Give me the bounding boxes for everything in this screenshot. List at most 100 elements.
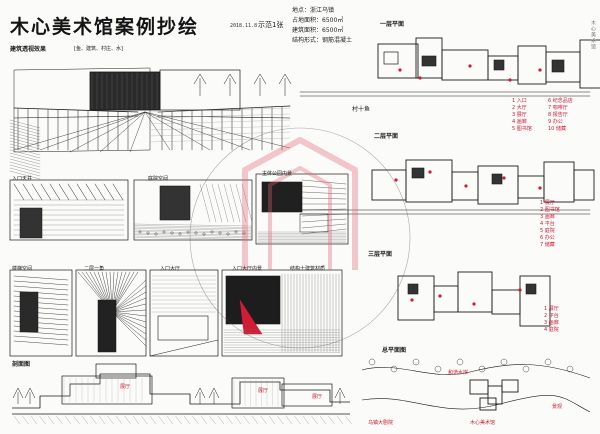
tree-line: [229, 183, 241, 223]
site-note: 乌镇大剧院: [368, 420, 394, 426]
legend-item: 8 报告厅: [548, 112, 568, 118]
water-line: [149, 131, 291, 137]
ground-hatch: [166, 415, 174, 425]
site-buildings: [479, 397, 497, 411]
perspective-line: [144, 111, 171, 151]
info-line: 结构形式：钢筋混凝土: [292, 37, 353, 44]
ground-hatch: [183, 415, 191, 425]
corridor-note: 村十鱼: [352, 106, 371, 113]
floor3-plan: [491, 289, 521, 315]
floor1-plan: [377, 43, 419, 79]
pebble: [146, 231, 150, 235]
pebble: [154, 232, 158, 236]
truss: [58, 183, 70, 201]
floor2-legend: 1 展厅 2 图书馆 3 画廊 4 平台 5 庭院 6 办公 7 储藏: [540, 200, 560, 249]
floor2-plan: [477, 165, 519, 205]
tree: [334, 387, 346, 404]
sketch-date: 2018.11.8: [230, 23, 258, 29]
circle-overlay: [189, 127, 411, 349]
ground: [133, 237, 253, 240]
section-volume: [281, 383, 333, 407]
floor3-plan: [519, 275, 551, 327]
vignette-label: 主体公园内景: [262, 171, 293, 177]
tree-line: [205, 183, 217, 223]
ground-hatch: [9, 158, 41, 168]
truss: [94, 183, 106, 201]
perspective-line: [144, 111, 251, 151]
site-note: 景观: [552, 404, 563, 410]
ground-hatch: [39, 415, 46, 425]
ground: [133, 223, 253, 227]
pebble: [170, 231, 174, 235]
water-line: [149, 137, 291, 143]
ground-hatch: [56, 415, 63, 425]
ground-hatch: [9, 164, 41, 174]
ground-hatch: [319, 415, 327, 425]
pebble: [138, 230, 142, 234]
radial-line: [111, 303, 147, 313]
site-note: 和谐水岸: [448, 370, 469, 376]
column-dark: [97, 299, 117, 353]
stair-line: [301, 179, 347, 185]
truss: [85, 183, 97, 201]
stair-line: [301, 197, 347, 200]
ground-hatch: [9, 125, 41, 135]
tree: [223, 73, 237, 96]
floor1-heading: 一层平面: [380, 21, 405, 28]
pebble: [194, 231, 198, 235]
floor1-plan: [579, 39, 600, 89]
floor3-plan: [433, 285, 459, 313]
legend-item: 10 储藏: [548, 126, 566, 132]
legend-item: 1 展厅: [544, 306, 559, 312]
legend-item: 3 画廊: [544, 320, 559, 326]
legend-item: 7 咖啡厅: [548, 105, 568, 111]
floor2-heading: 二层平面: [374, 133, 399, 140]
ground-hatch: [9, 170, 41, 180]
water-line: [149, 107, 291, 113]
ground-hatch: [47, 415, 55, 425]
stair-line: [301, 228, 347, 235]
floor2-plan: [573, 169, 595, 201]
tree: [208, 387, 220, 404]
ground-hatch: [64, 415, 72, 425]
floor1-plan: [493, 59, 505, 71]
info-line: 占地面积：6500㎡: [292, 17, 344, 24]
radial-line: [111, 311, 147, 341]
tree-line: [223, 183, 235, 223]
ground-hatch: [149, 415, 157, 425]
radial-line: [111, 291, 147, 313]
stair-tread: [13, 280, 69, 286]
site-tree: [434, 365, 442, 373]
ground: [133, 232, 253, 236]
truss: [40, 183, 52, 201]
site-tree: [544, 358, 552, 366]
author-note: 示范1张: [258, 21, 284, 29]
legend-item: 1 展厅: [540, 200, 555, 206]
vignette-frame: [9, 179, 129, 241]
section-note: 展厅: [258, 388, 269, 394]
ground-hatch: [336, 415, 344, 425]
site-shore: [361, 364, 591, 379]
ground-hatch: [251, 415, 259, 425]
dark-wall: [19, 207, 43, 239]
section-volume: [95, 363, 137, 379]
legend-item: 5 庭院: [540, 228, 555, 234]
vignette-label: 入口大厅: [160, 266, 181, 272]
legend-item: 6 纪念品店: [548, 98, 573, 104]
ground-hatch: [9, 143, 41, 153]
tree: [194, 387, 206, 404]
perspective-line: [144, 111, 211, 151]
legend-item: 2 图书馆: [540, 207, 560, 213]
watermark-mark: [268, 166, 332, 270]
floor1-plan: [517, 45, 547, 85]
ground-hatch: [158, 415, 165, 425]
red-accent: [239, 299, 263, 335]
project-info: 地点：浙江乌镇 占地面积：6500㎡ 建筑面积：6500㎡ 结构形式：钢筋混凝土: [292, 6, 352, 46]
info-line: 建筑面积：6500㎡: [292, 27, 344, 34]
ground-hatch: [81, 415, 89, 425]
section-note: 展厅: [312, 394, 323, 400]
pebble: [234, 230, 238, 234]
stair-tread: [13, 340, 69, 346]
tree-line: [199, 183, 211, 223]
